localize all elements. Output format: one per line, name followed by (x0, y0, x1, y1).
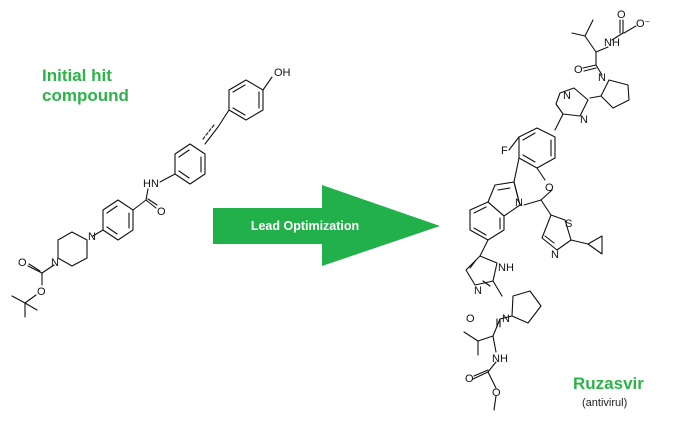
atom-f: F (501, 145, 508, 157)
atom-o-carb3: O (465, 373, 474, 385)
atom-n-indole: N (515, 197, 523, 209)
ruzasvir-structure: O O⁻ NH O N N N F O N S N NH N N O NH O … (463, 9, 651, 411)
initial-hit-title: Initial hit compound (42, 66, 129, 106)
product-note: (antivirul) (582, 397, 628, 409)
atom-o-ester: O (37, 286, 46, 298)
atom-o-carb1: O (617, 9, 626, 21)
initial-hit-title-line2: compound (42, 86, 129, 105)
atom-n-pyr-bot: N (502, 313, 510, 325)
atom-s: S (565, 218, 572, 230)
atom-n-thz: N (551, 249, 559, 261)
lead-optimization-arrow: Lead Optimization (213, 185, 440, 266)
atom-nh: HN (143, 178, 159, 190)
atom-n-pyr-top: N (598, 72, 606, 84)
atom-oh: OH (274, 67, 291, 79)
atom-o-bot: O (466, 313, 475, 325)
atom-nh-top: NH (604, 37, 620, 49)
initial-hit-structure: OH HN O N N O O (11, 67, 291, 318)
atom-o-top: O (574, 64, 583, 76)
initial-hit-title-line1: Initial hit (42, 66, 112, 85)
atom-o-amide: O (157, 206, 166, 218)
atom-n-lower: N (51, 257, 59, 269)
atom-n-im1: N (563, 90, 571, 102)
atom-n-im3: N (474, 285, 482, 297)
atom-nh-im: NH (498, 262, 514, 274)
atom-nh-bot: NH (492, 353, 508, 365)
atom-o-carbonyl: O (18, 257, 27, 269)
product-name: Ruzasvir (573, 374, 644, 393)
atom-o-carb4: O (492, 387, 501, 399)
atom-o-ring: O (545, 182, 554, 194)
atom-n-upper: N (88, 231, 96, 243)
atom-o-carb2: O⁻ (636, 18, 651, 30)
arrow-label: Lead Optimization (251, 219, 359, 233)
atom-n-im2: N (580, 114, 588, 126)
